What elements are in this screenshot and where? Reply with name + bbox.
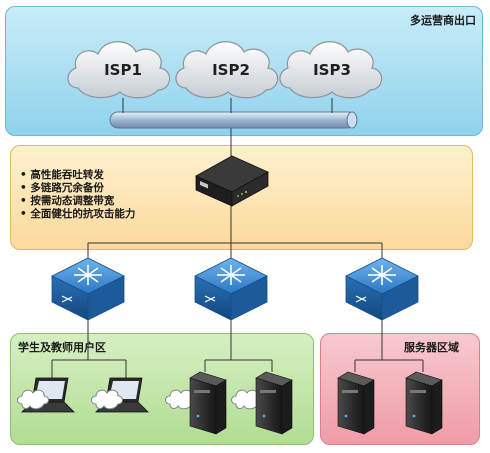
switch-3: [345, 257, 419, 321]
gateway-feature-item: 高性能吞吐转发: [20, 169, 135, 182]
connection-lines: [51, 128, 424, 378]
gateway-feature-item: 按需动态调整带宽: [20, 195, 135, 208]
isp-cloud-2: [175, 41, 279, 99]
isp-cloud-1: [67, 41, 171, 99]
cloud-links: [122, 98, 333, 113]
client-group: [17, 371, 443, 435]
isp-cloud-3: [279, 41, 383, 99]
isp-label-2: ISP2: [212, 61, 250, 79]
gateway-feature-item: 多链路冗余备份: [20, 182, 135, 195]
isp-zone-label: 多运营商出口: [410, 14, 476, 27]
isp-label-1: ISP1: [104, 61, 142, 79]
gateway-feature-list: 高性能吞吐转发 多链路冗余备份 按需动态调整带宽 全面健壮的抗攻击能力: [20, 169, 135, 221]
server-tower-3: [337, 371, 375, 435]
servers-zone-label: 服务器区域: [404, 341, 459, 354]
backbone-pipe: [109, 111, 358, 129]
gateway-device: [195, 155, 269, 207]
switch-2: [194, 257, 268, 321]
switch-1: [51, 257, 125, 321]
user-cloud-icon-2: [91, 389, 123, 410]
switch-group: [51, 257, 419, 321]
gateway-feature-item: 全面健壮的抗攻击能力: [20, 208, 135, 221]
server-tower-4: [405, 371, 443, 435]
isp-label-3: ISP3: [313, 61, 351, 79]
users-zone-label: 学生及教师用户区: [18, 341, 106, 354]
laptop-2: [95, 377, 149, 413]
user-cloud-icon-1: [17, 389, 49, 410]
server-tower-2: [255, 371, 293, 435]
server-tower-1: [189, 371, 227, 435]
